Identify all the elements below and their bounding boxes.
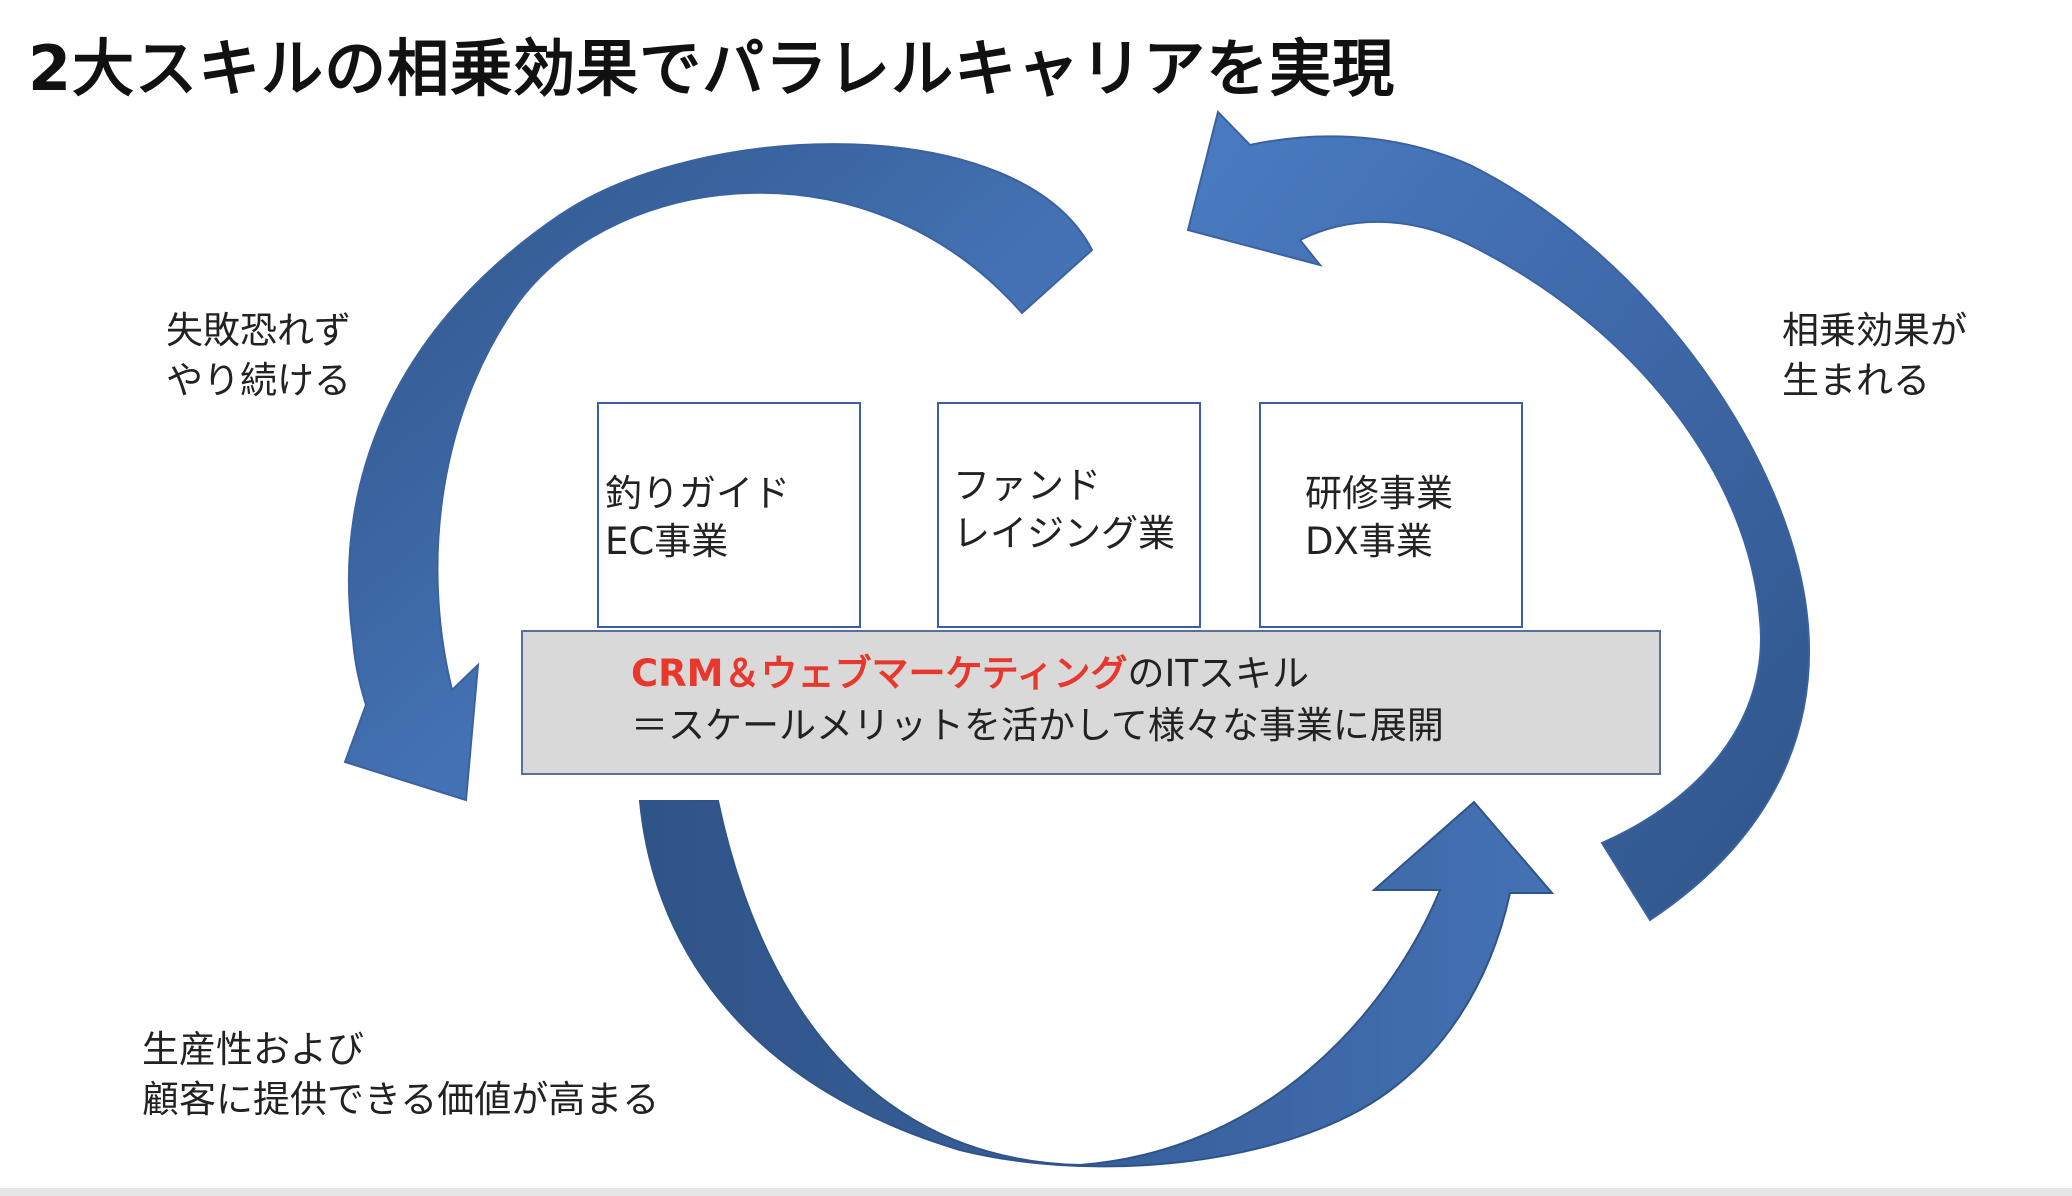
business-box-line: 研修事業 <box>1305 472 1453 515</box>
business-box-fundraising: ファンド レイジング業 <box>937 402 1201 628</box>
business-box-line: EC事業 <box>605 520 729 563</box>
foundation-line-2: ＝スケールメリットを活かして様々な事業に展開 <box>631 704 1444 747</box>
arrow-right <box>1186 110 1810 922</box>
caption-productivity-line-2: 顧客に提供できる価値が高まる <box>142 1078 660 1121</box>
business-box-training-dx: 研修事業 DX事業 <box>1259 402 1523 628</box>
business-box-label: ファンド レイジング業 <box>953 462 1175 558</box>
foundation-highlight: CRM＆ウェブマーケティング <box>631 652 1128 695</box>
slide-title: 2大スキルの相乗効果でパラレルキャリアを実現 <box>28 32 1396 105</box>
arrow-left <box>343 143 1094 802</box>
business-box-line: ファンド <box>953 464 1101 507</box>
bottom-divider <box>0 1188 2072 1196</box>
business-box-line: DX事業 <box>1305 520 1433 563</box>
business-box-label: 研修事業 DX事業 <box>1305 470 1453 566</box>
caption-keep-going-line-1: 失敗恐れず <box>166 309 351 352</box>
foundation-suffix: のITスキル <box>1127 652 1310 695</box>
caption-productivity: 生産性および 顧客に提供できる価値が高まる <box>142 1025 659 1125</box>
foundation-skill-box: CRM＆ウェブマーケティングのITスキル ＝スケールメリットを活かして様々な事業… <box>521 630 1661 775</box>
caption-synergy: 相乗効果が 生まれる <box>1782 306 1967 406</box>
caption-keep-going-line-2: やり続ける <box>166 359 351 402</box>
foundation-line-1: CRM＆ウェブマーケティングのITスキル <box>631 650 1309 698</box>
caption-keep-going: 失敗恐れず やり続ける <box>166 306 351 406</box>
caption-productivity-line-1: 生産性および <box>142 1028 364 1071</box>
business-box-label: 釣りガイド EC事業 <box>605 470 790 566</box>
caption-synergy-line-1: 相乗効果が <box>1782 309 1967 352</box>
caption-synergy-line-2: 生まれる <box>1782 359 1930 402</box>
arrow-bottom <box>638 800 1555 1168</box>
business-box-line: 釣りガイド <box>605 472 790 515</box>
business-box-line: レイジング業 <box>953 512 1175 555</box>
business-box-fishing-ec: 釣りガイド EC事業 <box>597 402 861 628</box>
